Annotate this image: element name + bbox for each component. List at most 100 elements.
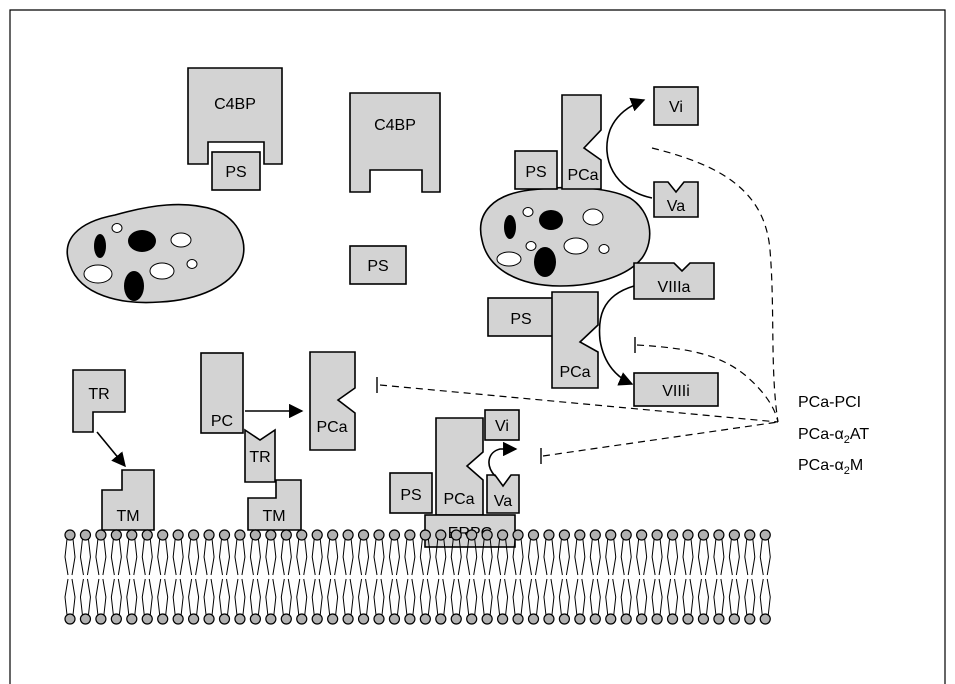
lipid-tail [683,579,693,615]
lipid-head [343,614,353,624]
lipid-head [204,614,214,624]
right-cell-light-granule [564,238,588,254]
lipid-head [729,530,739,540]
lipid-tail [374,579,384,615]
lipid-head [606,530,616,540]
lipid-tail [513,579,523,615]
lipid-tail [698,539,708,575]
lipid-head [714,530,724,540]
lipid-head [312,530,322,540]
left-cell-light-granule [150,263,174,279]
lipid-head [668,530,678,540]
lipid-head [482,530,492,540]
dashed-line-bottom [543,422,778,456]
lipid-tail [760,539,770,575]
lipid-tail [544,579,554,615]
lipid-head [96,530,106,540]
lipid-tail [745,539,755,575]
lipid-tail [127,539,137,575]
lipid-tail [96,539,106,575]
lipid-tail [328,579,338,615]
pca-mid-right-label: PCa [559,364,590,381]
lipid-tail [359,539,369,575]
lipid-head [127,530,137,540]
right-cell-dark-granule [534,247,556,277]
lipid-tail [111,539,121,575]
viiia-to-viiii-arrow [599,286,634,384]
lipid-head [189,530,199,540]
lipid-tail [189,539,199,575]
c4bp-ps-complex: C4BP PS [188,68,282,190]
lipid-tail [745,579,755,615]
lipid-head [529,614,539,624]
lipid-tail [683,539,693,575]
lipid-tail [544,539,554,575]
lipid-tail [281,539,291,575]
lipid-tail [80,579,90,615]
lipid-tail [65,579,75,615]
lipid-head [374,614,384,624]
lipid-head [760,530,770,540]
va-erpc-to-vi-arrow [489,449,516,476]
va-top-right-label: Va [667,198,685,215]
lipid-head [65,530,75,540]
lipid-tail [235,539,245,575]
vi-top-right-label: Vi [669,99,683,116]
lipid-head [745,614,755,624]
ps-free-label: PS [367,258,388,275]
lipid-head [266,614,276,624]
lipid-tail [606,539,616,575]
lipid-tail [467,579,477,615]
lipid-head [189,614,199,624]
lipid-tail [652,579,662,615]
lipid-head [760,614,770,624]
lipid-tail [637,539,647,575]
lipid-tail [621,579,631,615]
lipid-tail [760,579,770,615]
lipid-tail [451,579,461,615]
pc-label: PC [211,413,233,430]
lipid-tail [513,539,523,575]
lipid-tail [436,579,446,615]
ps-erpc-label: PS [400,487,421,504]
lipid-head [698,530,708,540]
c4bp-label: C4BP [214,96,256,113]
lipid-head [281,614,291,624]
lipid-tail [668,579,678,615]
lipid-head [235,530,245,540]
lipid-tail [189,579,199,615]
lipid-tail [359,579,369,615]
pca-viiia-complex: PS PCa VIIIa VIIIi [488,263,718,406]
lipid-head [220,614,230,624]
lipid-tail [250,579,260,615]
right-cell-body [481,188,650,286]
lipid-head [652,530,662,540]
lipid-head [683,614,693,624]
lipid-head [668,614,678,624]
lipid-head [513,614,523,624]
lipid-head [467,614,477,624]
lipid-head [173,614,183,624]
right-cell-light-granule [583,209,603,225]
lipid-head [281,530,291,540]
lipid-tail [498,579,508,615]
lipid-head [328,614,338,624]
lipid-head [745,530,755,540]
ps-top-right-label: PS [525,164,546,181]
lipid-head [359,530,369,540]
lipid-head [328,530,338,540]
lipid-tail [204,539,214,575]
lipid-head [111,614,121,624]
lipid-head [698,614,708,624]
pc-activation: PC TR TM PCa [201,352,355,530]
lipid-head [498,530,508,540]
lipid-head [498,614,508,624]
lipid-head [590,614,600,624]
lipid-tail [729,539,739,575]
lipid-head [482,614,492,624]
lipid-tail [328,539,338,575]
lipid-tail [389,579,399,615]
lipid-tail [127,579,137,615]
right-cell-light-granule [526,242,536,251]
right-cell-light-granule [497,252,521,266]
